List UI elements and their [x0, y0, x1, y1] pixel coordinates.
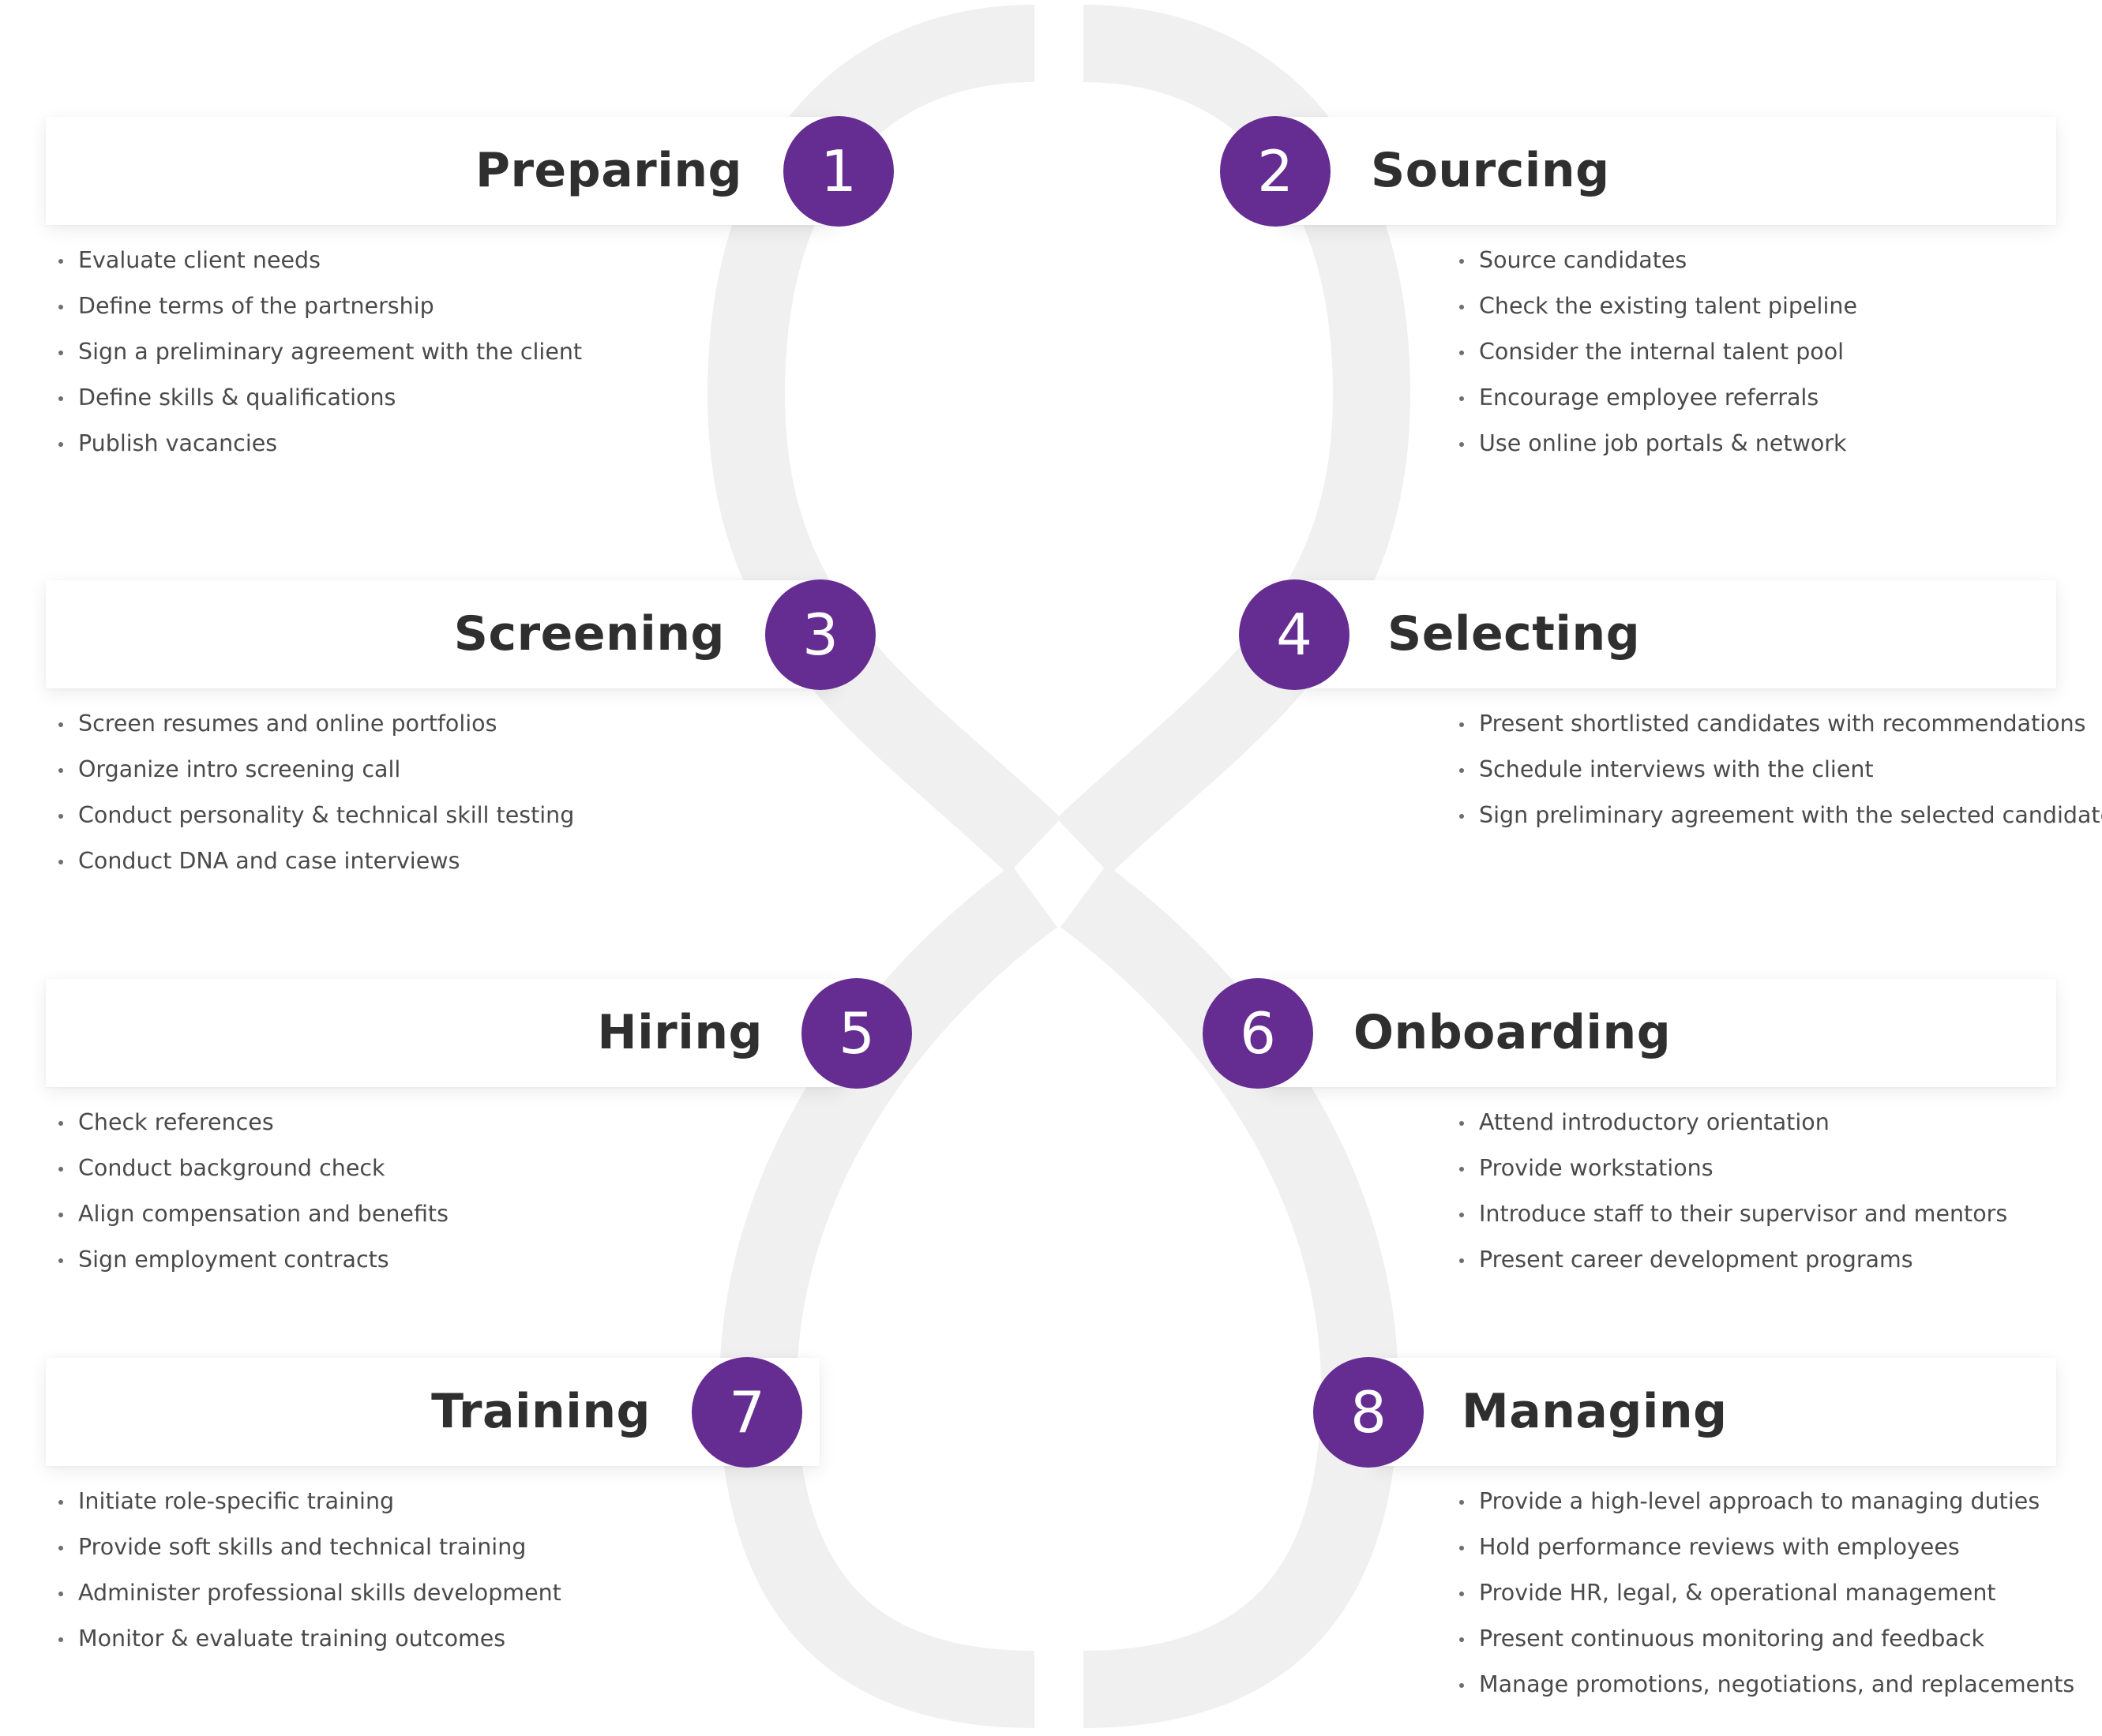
step-banner [1374, 1358, 2056, 1466]
list-item: Organize intro screening call [46, 747, 574, 793]
step-task-list: Present shortlisted candidates with reco… [1447, 701, 2102, 838]
list-item: Present shortlisted candidates with reco… [1447, 701, 2102, 747]
list-item: Schedule interviews with the client [1447, 747, 2102, 793]
list-item: Conduct personality & technical skill te… [46, 793, 574, 838]
step-banner [46, 979, 843, 1087]
step-task-list: Source candidates Check the existing tal… [1447, 238, 1857, 467]
list-item: Initiate role-specific training [46, 1479, 561, 1524]
step-number-badge: 2 [1220, 116, 1331, 227]
step-title: Managing [1462, 1384, 1728, 1439]
step-task-list: Initiate role-specific training Provide … [46, 1479, 561, 1662]
step-title: Hiring [597, 1005, 763, 1060]
list-item: Provide soft skills and technical traini… [46, 1524, 561, 1570]
step-number-badge: 6 [1203, 978, 1313, 1089]
step-task-list: Screen resumes and online portfolios Org… [46, 701, 574, 884]
list-item: Sign a preliminary agreement with the cl… [46, 329, 582, 375]
list-item: Publish vacancies [46, 421, 582, 467]
list-item: Present continuous monitoring and feedba… [1447, 1616, 2074, 1662]
step-task-list: Provide a high-level approach to managin… [1447, 1479, 2074, 1708]
step-banner [46, 117, 835, 225]
list-item: Conduct DNA and case interviews [46, 838, 574, 884]
list-item: Check references [46, 1100, 449, 1145]
list-item: Monitor & evaluate training outcomes [46, 1616, 561, 1662]
step-banner [46, 1358, 820, 1466]
list-item: Consider the internal talent pool [1447, 329, 1857, 375]
list-item: Hold performance reviews with employees [1447, 1524, 2074, 1570]
step-number-badge: 5 [801, 978, 912, 1089]
step-task-list: Evaluate client needs Define terms of th… [46, 238, 582, 467]
list-item: Align compensation and benefits [46, 1191, 449, 1237]
list-item: Administer professional skills developme… [46, 1570, 561, 1616]
list-item: Introduce staff to their supervisor and … [1447, 1191, 2007, 1237]
step-title: Sourcing [1371, 143, 1610, 198]
step-banner [46, 580, 835, 688]
list-item: Check the existing talent pipeline [1447, 283, 1857, 329]
step-task-list: Check references Conduct background chec… [46, 1100, 449, 1283]
list-item: Provide workstations [1447, 1145, 2007, 1191]
step-number-badge: 3 [765, 579, 876, 690]
list-item: Screen resumes and online portfolios [46, 701, 574, 747]
step-banner [1299, 580, 2056, 688]
step-title: Training [431, 1384, 651, 1439]
list-item: Sign preliminary agreement with the sele… [1447, 793, 2102, 838]
list-item: Manage promotions, negotiations, and rep… [1447, 1662, 2074, 1708]
list-item: Provide HR, legal, & operational managem… [1447, 1570, 2074, 1616]
step-banner [1263, 979, 2056, 1087]
list-item: Present career development programs [1447, 1237, 2007, 1283]
list-item: Source candidates [1447, 238, 1857, 283]
step-title: Onboarding [1353, 1005, 1672, 1060]
track-arc [707, 5, 1411, 1728]
list-item: Sign employment contracts [46, 1237, 449, 1283]
step-task-list: Attend introductory orientation Provide … [1447, 1100, 2007, 1283]
step-number-badge: 1 [783, 116, 894, 227]
step-title: Preparing [475, 143, 742, 198]
list-item: Attend introductory orientation [1447, 1100, 2007, 1145]
list-item: Evaluate client needs [46, 238, 582, 283]
list-item: Define skills & qualifications [46, 375, 582, 421]
list-item: Encourage employee referrals [1447, 375, 1857, 421]
list-item: Use online job portals & network [1447, 421, 1857, 467]
step-banner [1281, 117, 2056, 225]
list-item: Provide a high-level approach to managin… [1447, 1479, 2074, 1524]
step-title: Selecting [1387, 606, 1641, 662]
step-number-badge: 7 [692, 1357, 802, 1468]
list-item: Define terms of the partnership [46, 283, 582, 329]
step-number-badge: 4 [1239, 579, 1349, 690]
list-item: Conduct background check [46, 1145, 449, 1191]
step-title: Screening [453, 606, 725, 662]
step-number-badge: 8 [1313, 1357, 1424, 1468]
